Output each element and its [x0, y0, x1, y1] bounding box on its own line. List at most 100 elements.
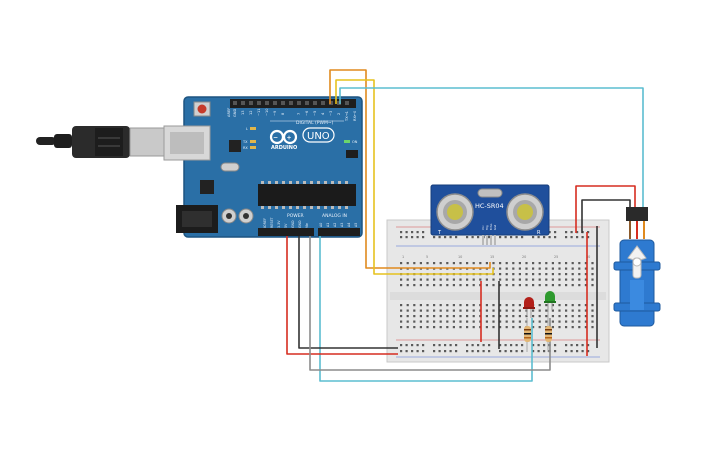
breadboard-hole[interactable]: [466, 320, 469, 323]
breadboard-hole[interactable]: [499, 344, 502, 347]
breadboard-hole[interactable]: [584, 315, 587, 318]
breadboard-hole[interactable]: [452, 284, 455, 287]
breadboard-hole[interactable]: [446, 326, 449, 329]
breadboard-hole[interactable]: [416, 344, 419, 347]
breadboard-hole[interactable]: [551, 278, 554, 281]
breadboard-hole[interactable]: [439, 262, 442, 265]
breadboard-hole[interactable]: [449, 344, 452, 347]
breadboard-hole[interactable]: [438, 344, 441, 347]
breadboard-hole[interactable]: [419, 278, 422, 281]
breadboard-hole[interactable]: [426, 320, 429, 323]
breadboard-hole[interactable]: [459, 304, 462, 307]
breadboard-hole[interactable]: [439, 315, 442, 318]
breadboard-hole[interactable]: [512, 309, 515, 312]
breadboard-hole[interactable]: [518, 315, 521, 318]
breadboard-hole[interactable]: [446, 304, 449, 307]
breadboard-hole[interactable]: [538, 284, 541, 287]
breadboard-hole[interactable]: [499, 262, 502, 265]
breadboard-hole[interactable]: [479, 262, 482, 265]
breadboard-hole[interactable]: [545, 304, 548, 307]
breadboard-hole[interactable]: [459, 278, 462, 281]
breadboard-hole[interactable]: [518, 304, 521, 307]
breadboard-hole[interactable]: [578, 273, 581, 276]
breadboard-hole[interactable]: [578, 267, 581, 270]
breadboard-hole[interactable]: [551, 267, 554, 270]
breadboard-hole[interactable]: [416, 231, 419, 234]
breadboard-hole[interactable]: [472, 320, 475, 323]
breadboard-hole[interactable]: [400, 309, 403, 312]
breadboard-hole[interactable]: [510, 236, 513, 239]
breadboard-hole[interactable]: [452, 315, 455, 318]
breadboard-hole[interactable]: [591, 315, 594, 318]
breadboard-hole[interactable]: [452, 304, 455, 307]
breadboard-hole[interactable]: [499, 273, 502, 276]
breadboard-hole[interactable]: [584, 326, 587, 329]
breadboard-hole[interactable]: [433, 350, 436, 353]
breadboard-hole[interactable]: [439, 304, 442, 307]
breadboard-hole[interactable]: [466, 278, 469, 281]
breadboard-hole[interactable]: [565, 236, 568, 239]
breadboard-hole[interactable]: [565, 326, 568, 329]
breadboard-hole[interactable]: [551, 262, 554, 265]
breadboard-hole[interactable]: [518, 262, 521, 265]
breadboard-hole[interactable]: [591, 304, 594, 307]
breadboard-hole[interactable]: [492, 309, 495, 312]
breadboard-hole[interactable]: [411, 231, 414, 234]
breadboard-hole[interactable]: [499, 309, 502, 312]
breadboard-hole[interactable]: [545, 315, 548, 318]
breadboard-hole[interactable]: [505, 326, 508, 329]
breadboard-hole[interactable]: [452, 262, 455, 265]
breadboard-hole[interactable]: [433, 304, 436, 307]
breadboard-hole[interactable]: [532, 344, 535, 347]
breadboard-hole[interactable]: [406, 309, 409, 312]
breadboard-hole[interactable]: [545, 267, 548, 270]
breadboard-hole[interactable]: [584, 320, 587, 323]
breadboard-hole[interactable]: [400, 262, 403, 265]
resistor-1[interactable]: [524, 318, 531, 352]
breadboard-hole[interactable]: [472, 315, 475, 318]
breadboard-hole[interactable]: [433, 309, 436, 312]
breadboard-hole[interactable]: [477, 236, 480, 239]
breadboard-hole[interactable]: [459, 262, 462, 265]
breadboard-hole[interactable]: [452, 278, 455, 281]
breadboard-hole[interactable]: [525, 284, 528, 287]
breadboard-hole[interactable]: [581, 236, 584, 239]
breadboard-hole[interactable]: [499, 304, 502, 307]
usb-cable[interactable]: [36, 126, 167, 158]
breadboard-hole[interactable]: [532, 315, 535, 318]
breadboard-hole[interactable]: [472, 284, 475, 287]
breadboard-hole[interactable]: [482, 344, 485, 347]
breadboard-hole[interactable]: [422, 350, 425, 353]
breadboard-hole[interactable]: [413, 284, 416, 287]
breadboard-hole[interactable]: [413, 309, 416, 312]
breadboard-hole[interactable]: [584, 273, 587, 276]
breadboard-hole[interactable]: [512, 267, 515, 270]
breadboard-hole[interactable]: [492, 326, 495, 329]
breadboard-hole[interactable]: [551, 304, 554, 307]
breadboard-hole[interactable]: [466, 344, 469, 347]
breadboard-hole[interactable]: [416, 236, 419, 239]
breadboard-hole[interactable]: [446, 320, 449, 323]
breadboard-hole[interactable]: [558, 326, 561, 329]
breadboard-hole[interactable]: [485, 304, 488, 307]
breadboard-hole[interactable]: [538, 278, 541, 281]
breadboard-hole[interactable]: [578, 304, 581, 307]
breadboard-hole[interactable]: [578, 315, 581, 318]
breadboard-hole[interactable]: [578, 326, 581, 329]
breadboard-hole[interactable]: [512, 284, 515, 287]
breadboard-hole[interactable]: [532, 284, 535, 287]
breadboard-hole[interactable]: [558, 284, 561, 287]
breadboard-hole[interactable]: [512, 278, 515, 281]
breadboard-hole[interactable]: [411, 350, 414, 353]
breadboard-hole[interactable]: [411, 344, 414, 347]
breadboard-hole[interactable]: [413, 315, 416, 318]
breadboard-hole[interactable]: [433, 262, 436, 265]
breadboard-hole[interactable]: [548, 231, 551, 234]
breadboard-hole[interactable]: [438, 236, 441, 239]
breadboard-hole[interactable]: [466, 309, 469, 312]
breadboard-hole[interactable]: [521, 350, 524, 353]
breadboard-hole[interactable]: [518, 309, 521, 312]
breadboard-hole[interactable]: [449, 236, 452, 239]
breadboard-hole[interactable]: [570, 350, 573, 353]
breadboard-hole[interactable]: [565, 344, 568, 347]
